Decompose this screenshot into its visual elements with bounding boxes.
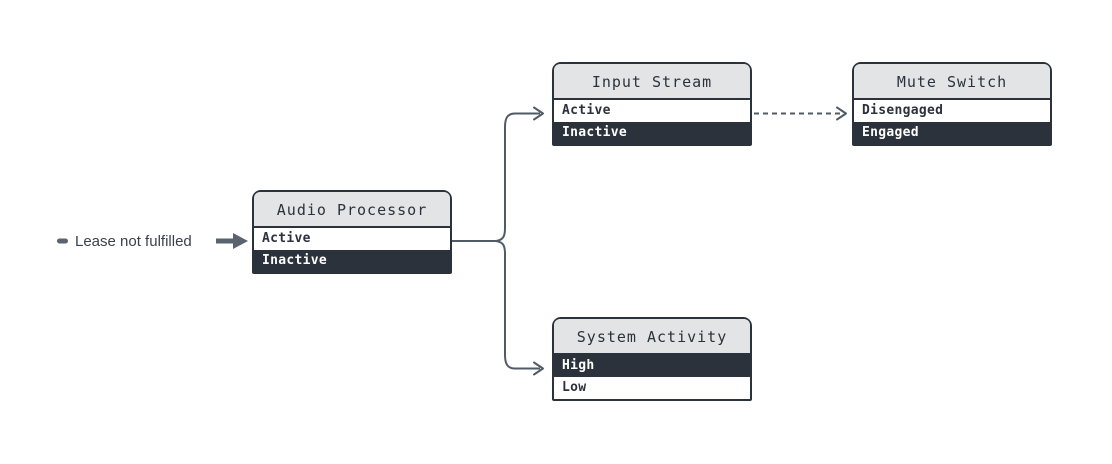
node-mute-switch: Mute Switch Disengaged Engaged [852,62,1052,146]
state-row-inactive: Inactive [254,250,450,272]
node-title: System Activity [554,319,750,355]
arrowhead-icon [533,106,544,121]
node-title: Mute Switch [854,64,1050,100]
label-dash-icon [57,238,68,244]
edge-input-stream-to-mute-switch [754,106,847,121]
state-row-disengaged: Disengaged [854,100,1050,122]
arrowhead-icon [533,361,544,376]
state-row-active: Active [254,228,450,250]
state-row-active: Active [554,100,750,122]
node-title: Input Stream [554,64,750,100]
node-input-stream: Input Stream Active Inactive [552,62,752,146]
label-arrow-icon [216,233,248,249]
node-system-activity: System Activity High Low [552,317,752,401]
state-row-high: High [554,355,750,377]
state-row-inactive: Inactive [554,122,750,144]
arrowhead-icon [836,106,847,121]
edge-audio-processor-fork [452,106,544,376]
annotation-arrow-group [57,233,248,249]
node-title: Audio Processor [254,192,450,228]
state-row-low: Low [554,377,750,399]
edge-audio-to-input-stream [495,112,540,242]
edge-audio-to-system-activity [495,240,540,370]
node-audio-processor: Audio Processor Active Inactive [252,190,452,274]
state-row-engaged: Engaged [854,122,1050,144]
edge-label-lease-not-fulfilled: Lease not fulfilled [75,233,192,250]
